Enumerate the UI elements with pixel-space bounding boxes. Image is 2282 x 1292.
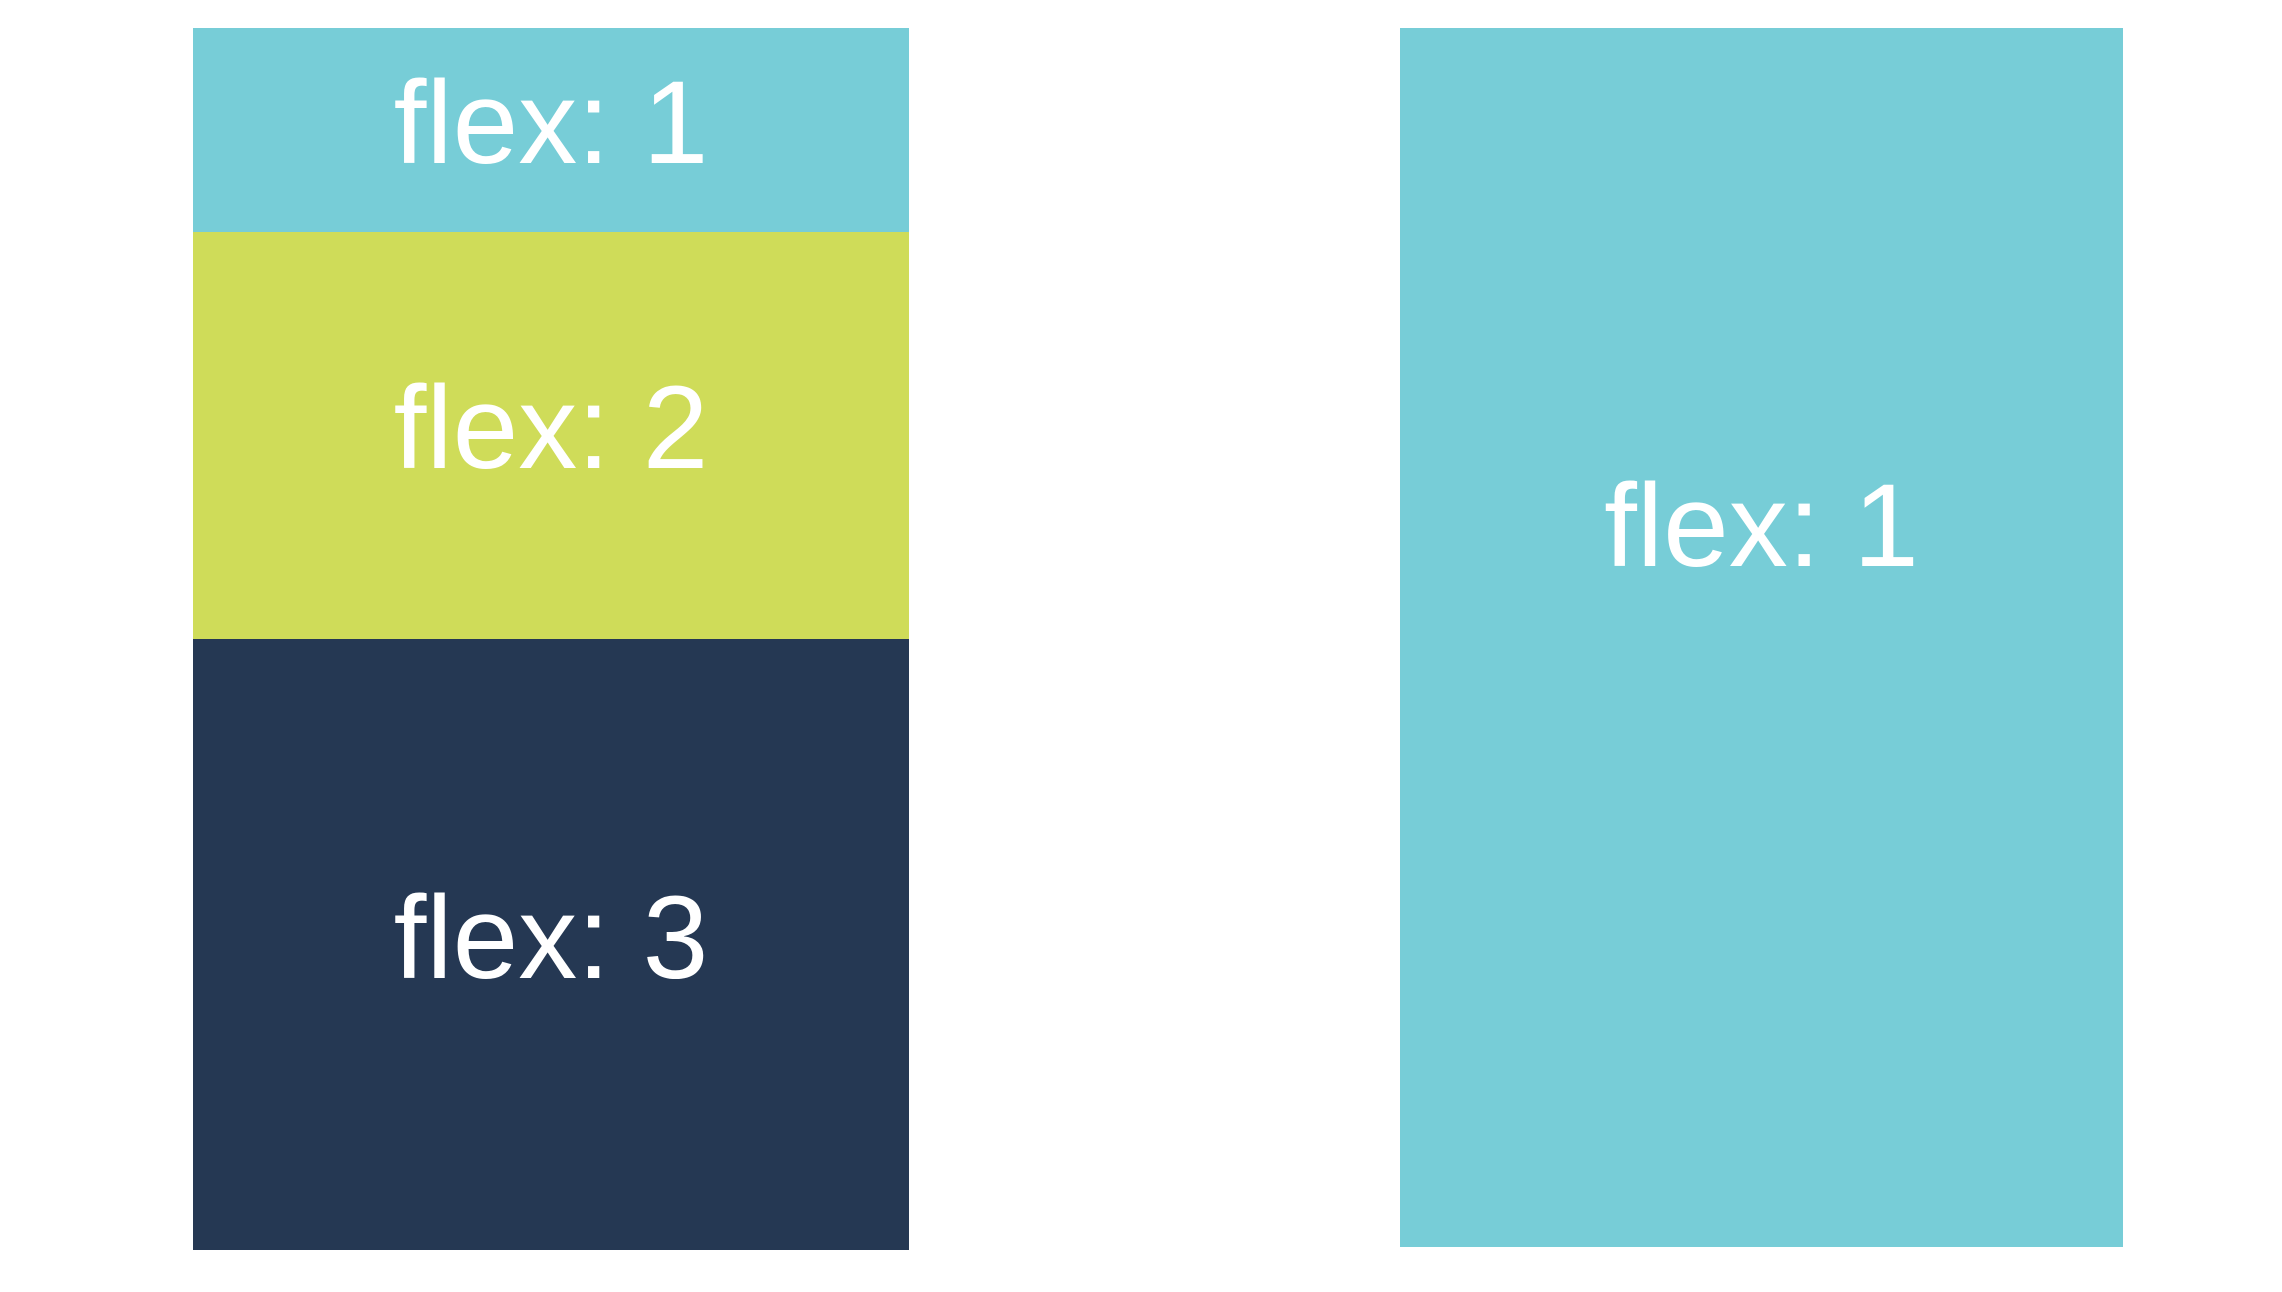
right-flex-column: flex: 1	[1400, 28, 2123, 1247]
flex-2-label: flex: 2	[393, 362, 709, 495]
single-flex-1-box: flex: 1	[1400, 28, 2123, 1247]
flex-1-box: flex: 1	[193, 28, 909, 232]
flex-3-box: flex: 3	[193, 639, 909, 1250]
flex-3-label: flex: 3	[393, 871, 709, 1004]
flex-1-label: flex: 1	[393, 56, 709, 189]
left-flex-column: flex: 1 flex: 2 flex: 3	[193, 28, 909, 1250]
flex-2-box: flex: 2	[193, 231, 909, 639]
single-flex-1-label: flex: 1	[1604, 459, 1919, 592]
